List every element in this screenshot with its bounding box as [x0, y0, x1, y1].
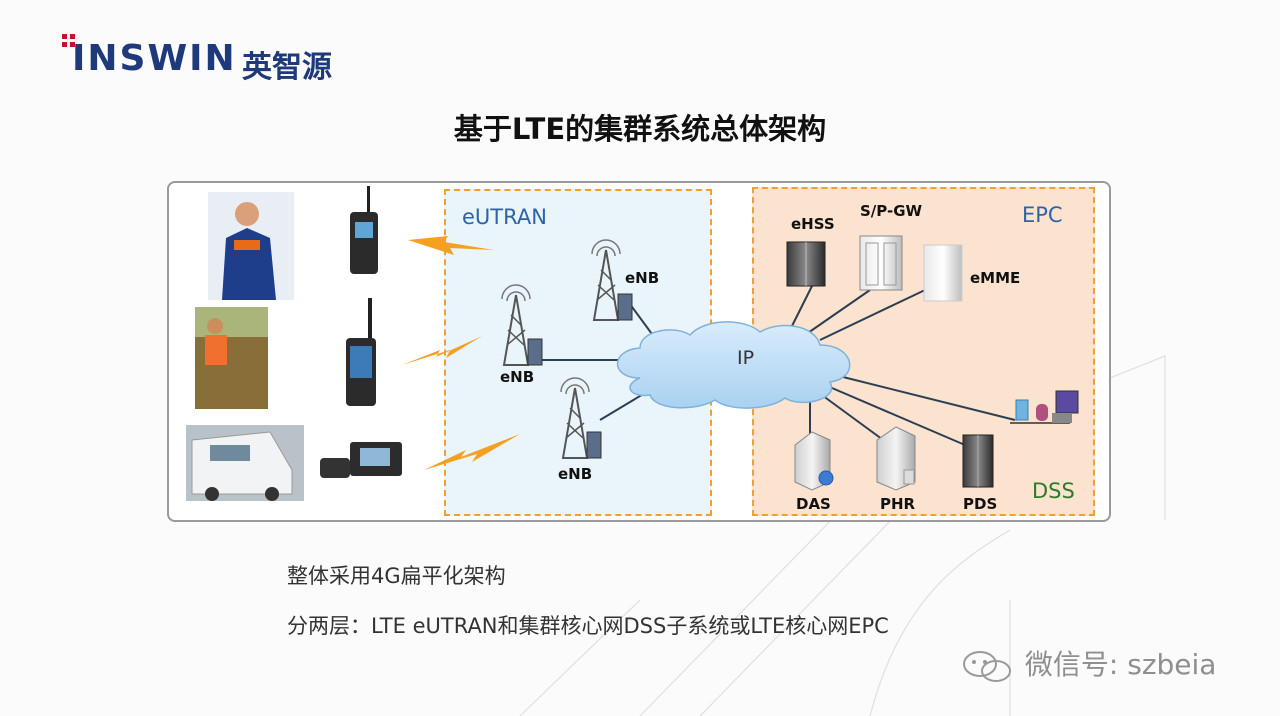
- handheld-radio-icon: [350, 186, 378, 274]
- enb-tower-icon: [501, 239, 633, 459]
- logo-brand-cn: 英智源: [242, 50, 332, 85]
- enb-label: eNB: [558, 465, 593, 483]
- dss-terminal-icon: [1010, 390, 1079, 424]
- enb-label: eNB: [625, 269, 660, 287]
- wechat-watermark: 微信号: szbeia: [960, 643, 1216, 683]
- logo-dots-icon: [62, 34, 75, 47]
- emme-label: eMME: [970, 269, 1021, 287]
- enb-label: eNB: [500, 368, 535, 386]
- wireless-link-icon: [402, 236, 520, 470]
- bullet-text: 分两层：LTE eUTRAN和集群核心网DSS子系统或LTE核心网EPC: [287, 614, 889, 638]
- wechat-id: 微信号: szbeia: [1024, 648, 1217, 681]
- network-links: [540, 279, 1016, 450]
- vehicle-terminal-icon: [320, 442, 402, 478]
- smart-terminal-icon: [346, 298, 376, 406]
- eutran-label: eUTRAN: [462, 205, 547, 229]
- spgw-server-icon: [859, 235, 903, 291]
- phr-server-icon: [876, 426, 916, 491]
- pds-server-icon: [962, 434, 994, 488]
- ip-cloud: [616, 321, 851, 409]
- user-photo-field: [195, 307, 268, 409]
- user-photo-vehicle: [186, 425, 304, 501]
- eutran-zone: eUTRAN: [444, 189, 712, 516]
- page-title: 基于LTE的集群系统总体架构: [453, 112, 827, 146]
- wechat-icon: [963, 651, 1011, 682]
- bullet-text: 整体采用4G扁平化架构: [287, 564, 506, 588]
- epc-label: EPC: [1022, 203, 1063, 227]
- ehss-label: eHSS: [791, 215, 835, 233]
- emme-server-icon: [923, 244, 963, 302]
- user-photo-worker: [208, 192, 294, 300]
- spgw-label: S/P-GW: [860, 202, 923, 220]
- das-server-icon: [794, 431, 834, 491]
- pds-label: PDS: [963, 495, 998, 513]
- dss-label: DSS: [1032, 479, 1075, 503]
- ip-label: IP: [737, 347, 755, 369]
- phr-label: PHR: [880, 495, 916, 513]
- das-label: DAS: [796, 495, 831, 513]
- ehss-server-icon: [786, 241, 826, 287]
- logo-brand-en: INSWIN: [72, 38, 237, 79]
